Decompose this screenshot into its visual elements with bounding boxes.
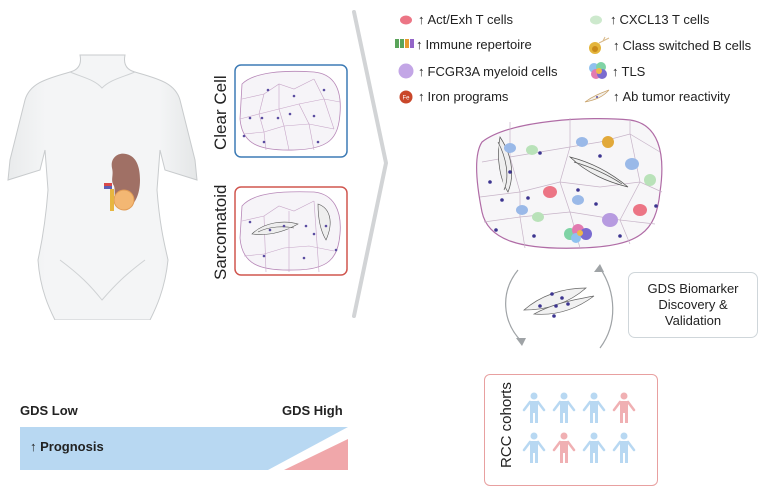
antibody-spindle-icon	[584, 89, 610, 103]
receptor-bars-icon	[395, 38, 414, 48]
clear-cell-tissue-panel	[234, 64, 348, 158]
prognosis-blue-region	[20, 427, 348, 470]
legend-label: Class switched B cells	[622, 37, 752, 53]
legend-ab-tumor-reactivity: ↑ Ab tumor reactivity	[583, 88, 730, 104]
arrow-up-symbol: ↑	[613, 37, 620, 53]
human-body-illustration	[7, 54, 198, 320]
kidney-icon	[104, 153, 140, 211]
person-icon	[612, 392, 636, 423]
gds-high-label: GDS High	[282, 403, 343, 418]
legend-tls: ↑ TLS	[586, 60, 645, 82]
legend-class-switched-b-cells: ↑ Class switched B cells	[585, 35, 751, 55]
person-icon	[582, 392, 606, 423]
b-cell-icon	[589, 36, 610, 54]
legend-fcgr3a-myeloid: ↑ FCGR3A myeloid cells	[398, 63, 558, 79]
clear-cell-label: Clear Cell	[211, 75, 230, 150]
chevron-divider	[352, 10, 389, 318]
person-icon	[552, 392, 576, 423]
gds-high-red-region	[284, 439, 348, 470]
person-icon	[522, 392, 546, 423]
legend-label: TLS	[621, 63, 646, 79]
legend-label: Immune repertoire	[425, 37, 532, 52]
tumor-microenvironment-illustration	[476, 118, 663, 249]
legend-label: Iron programs	[427, 89, 509, 104]
sarcomatoid-tissue-panel	[234, 186, 348, 276]
prognosis-text: Prognosis	[40, 439, 104, 454]
discovery-cycle-arrows	[505, 264, 614, 349]
tls-cluster-icon	[589, 62, 607, 79]
fe-badge-text: Fe	[402, 95, 410, 101]
person-icon	[582, 432, 606, 463]
arrow-up-symbol: ↑	[610, 12, 617, 27]
legend-cxcl13-t-cells: ↑ CXCL13 T cells	[588, 12, 709, 27]
gds-gradient-bar	[20, 427, 348, 470]
arrow-up-symbol: ↑	[418, 89, 425, 104]
rcc-cohorts-label: RCC cohorts	[498, 382, 515, 468]
gds-biomarker-box: GDS Biomarker Discovery & Validation	[628, 272, 758, 338]
gds-box-line-2: Discovery &	[658, 297, 728, 312]
purple-cell-icon	[398, 63, 414, 79]
rcc-cohorts-panel	[484, 374, 658, 486]
legend-label: Act/Exh T cells	[427, 12, 514, 27]
gds-box-line-1: GDS Biomarker	[647, 281, 739, 296]
person-icon	[522, 432, 546, 463]
arrow-up-symbol: ↑	[416, 37, 423, 52]
person-icon	[612, 432, 636, 463]
person-icon	[552, 432, 576, 463]
legend-iron-programs: Fe ↑ Iron programs	[399, 89, 508, 104]
arrow-up-symbol: ↑	[30, 439, 37, 454]
iron-fe-icon: Fe	[399, 90, 413, 103]
sarcomatoid-label: Sarcomatoid	[211, 184, 230, 280]
arrow-up-icon	[594, 264, 604, 272]
arrow-up-symbol: ↑	[613, 88, 620, 104]
arrow-up-symbol: ↑	[418, 63, 425, 79]
legend-act-exh-t-cells: ↑ Act/Exh T cells	[398, 12, 513, 27]
legend-label: FCGR3A myeloid cells	[427, 63, 558, 79]
legend-label: Ab tumor reactivity	[622, 88, 731, 104]
gds-low-label: GDS Low	[20, 403, 78, 418]
green-cell-icon	[590, 15, 602, 24]
arrow-down-icon	[516, 338, 526, 346]
legend-label: CXCL13 T cells	[619, 12, 710, 27]
prognosis-label: ↑ Prognosis	[30, 439, 104, 454]
gds-box-line-3: Validation	[664, 313, 722, 328]
cohort-people	[522, 392, 636, 463]
arrow-up-symbol: ↑	[418, 12, 425, 27]
legend-immune-repertoire: ↑ Immune repertoire	[394, 37, 532, 52]
red-cell-icon	[400, 15, 412, 24]
arrow-up-symbol: ↑	[612, 63, 619, 79]
